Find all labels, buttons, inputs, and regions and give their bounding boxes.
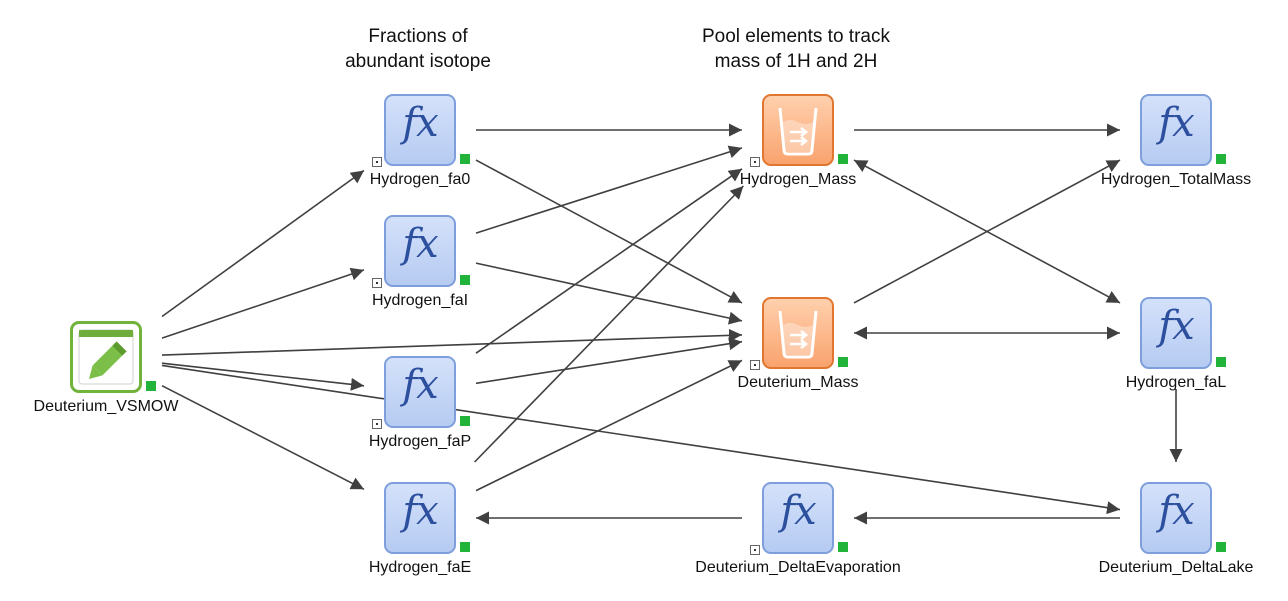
fx-icon: fx — [402, 488, 438, 534]
link-hydrogen-mass-to-hydrogen-fal-lake — [853, 159, 1121, 304]
link-deuterium-vsmow-to-deuterium-deltalake — [161, 364, 1121, 515]
node-label: Hydrogen_faI — [371, 292, 469, 309]
node-label: Hydrogen_faP — [368, 433, 472, 450]
node-label: Hydrogen_TotalMass — [1100, 171, 1252, 188]
function-tile[interactable]: fx — [384, 215, 456, 287]
fx-icon: fx — [780, 488, 816, 534]
expand-toggle[interactable] — [750, 545, 760, 555]
expand-toggle[interactable] — [750, 157, 760, 167]
status-indicator — [460, 275, 470, 285]
expand-toggle[interactable] — [372, 278, 382, 288]
status-indicator — [838, 357, 848, 367]
heading-pools: Pool elements to track mass of 1H and 2H — [702, 26, 890, 72]
status-indicator — [1216, 357, 1226, 367]
node-label: Deuterium_DeltaLake — [1098, 559, 1254, 576]
status-indicator — [460, 542, 470, 552]
pool-tile[interactable] — [762, 94, 834, 166]
link-hydrogen-fal-to-hydrogen-mass — [475, 145, 743, 234]
fx-icon: fx — [402, 221, 438, 267]
heading-fractions: Fractions of abundant isotope — [345, 26, 491, 72]
node-label: Hydrogen_Mass — [739, 171, 857, 188]
link-deuterium-vsmow-to-hydrogen-fal — [161, 267, 365, 339]
status-indicator — [838, 542, 848, 552]
pencil-icon — [78, 329, 134, 385]
pool-tile[interactable] — [762, 297, 834, 369]
link-hydrogen-fae-to-deuterium-mass — [475, 359, 743, 492]
expand-toggle[interactable] — [750, 360, 760, 370]
status-indicator — [838, 154, 848, 164]
function-tile[interactable]: fx — [1140, 482, 1212, 554]
fx-icon: fx — [402, 100, 438, 146]
fx-icon: fx — [1158, 100, 1194, 146]
link-hydrogen-fap-to-hydrogen-mass — [475, 168, 743, 354]
status-indicator — [1216, 542, 1226, 552]
link-deuterium-vsmow-to-hydrogen-fae — [161, 384, 365, 491]
function-tile[interactable]: fx — [384, 482, 456, 554]
pool-icon — [778, 310, 818, 359]
link-hydrogen-fap-to-deuterium-mass — [475, 337, 743, 385]
expand-toggle[interactable] — [372, 157, 382, 167]
link-hydrogen-fae-to-hydrogen-mass — [474, 185, 744, 463]
node-label: Hydrogen_faE — [368, 559, 472, 576]
node-label: Deuterium_Mass — [737, 374, 859, 391]
function-tile[interactable]: fx — [762, 482, 834, 554]
node-label: Hydrogen_fa0 — [369, 171, 471, 188]
link-deuterium-vsmow-to-hydrogen-fap — [161, 362, 365, 391]
node-label: Deuterium_VSMOW — [33, 398, 179, 415]
expand-toggle[interactable] — [372, 419, 382, 429]
status-indicator — [1216, 154, 1226, 164]
node-deuterium-mass[interactable]: Deuterium_Mass — [738, 297, 858, 391]
fx-icon: fx — [402, 362, 438, 408]
link-deuterium-vsmow-to-hydrogen-fa0 — [161, 169, 365, 318]
status-indicator — [460, 154, 470, 164]
status-indicator — [146, 381, 156, 391]
pool-icon — [778, 107, 818, 156]
link-deuterium-vsmow-to-deuterium-mass — [161, 328, 743, 356]
node-deuterium-vsmow[interactable]: Deuterium_VSMOW — [34, 321, 178, 415]
node-hydrogen-mass[interactable]: Hydrogen_Mass — [740, 94, 856, 188]
data-tile[interactable] — [70, 321, 142, 393]
function-tile[interactable]: fx — [384, 356, 456, 428]
fx-icon: fx — [1158, 488, 1194, 534]
node-label: Deuterium_DeltaEvaporation — [695, 559, 901, 576]
fx-icon: fx — [1158, 303, 1194, 349]
node-label: Hydrogen_faL — [1125, 374, 1227, 391]
function-tile[interactable]: fx — [384, 94, 456, 166]
status-indicator — [460, 416, 470, 426]
function-tile[interactable]: fx — [1140, 297, 1212, 369]
link-hydrogen-fa0-to-deuterium-mass — [475, 159, 743, 304]
link-hydrogen-fal-to-deuterium-mass — [475, 262, 743, 325]
function-tile[interactable]: fx — [1140, 94, 1212, 166]
